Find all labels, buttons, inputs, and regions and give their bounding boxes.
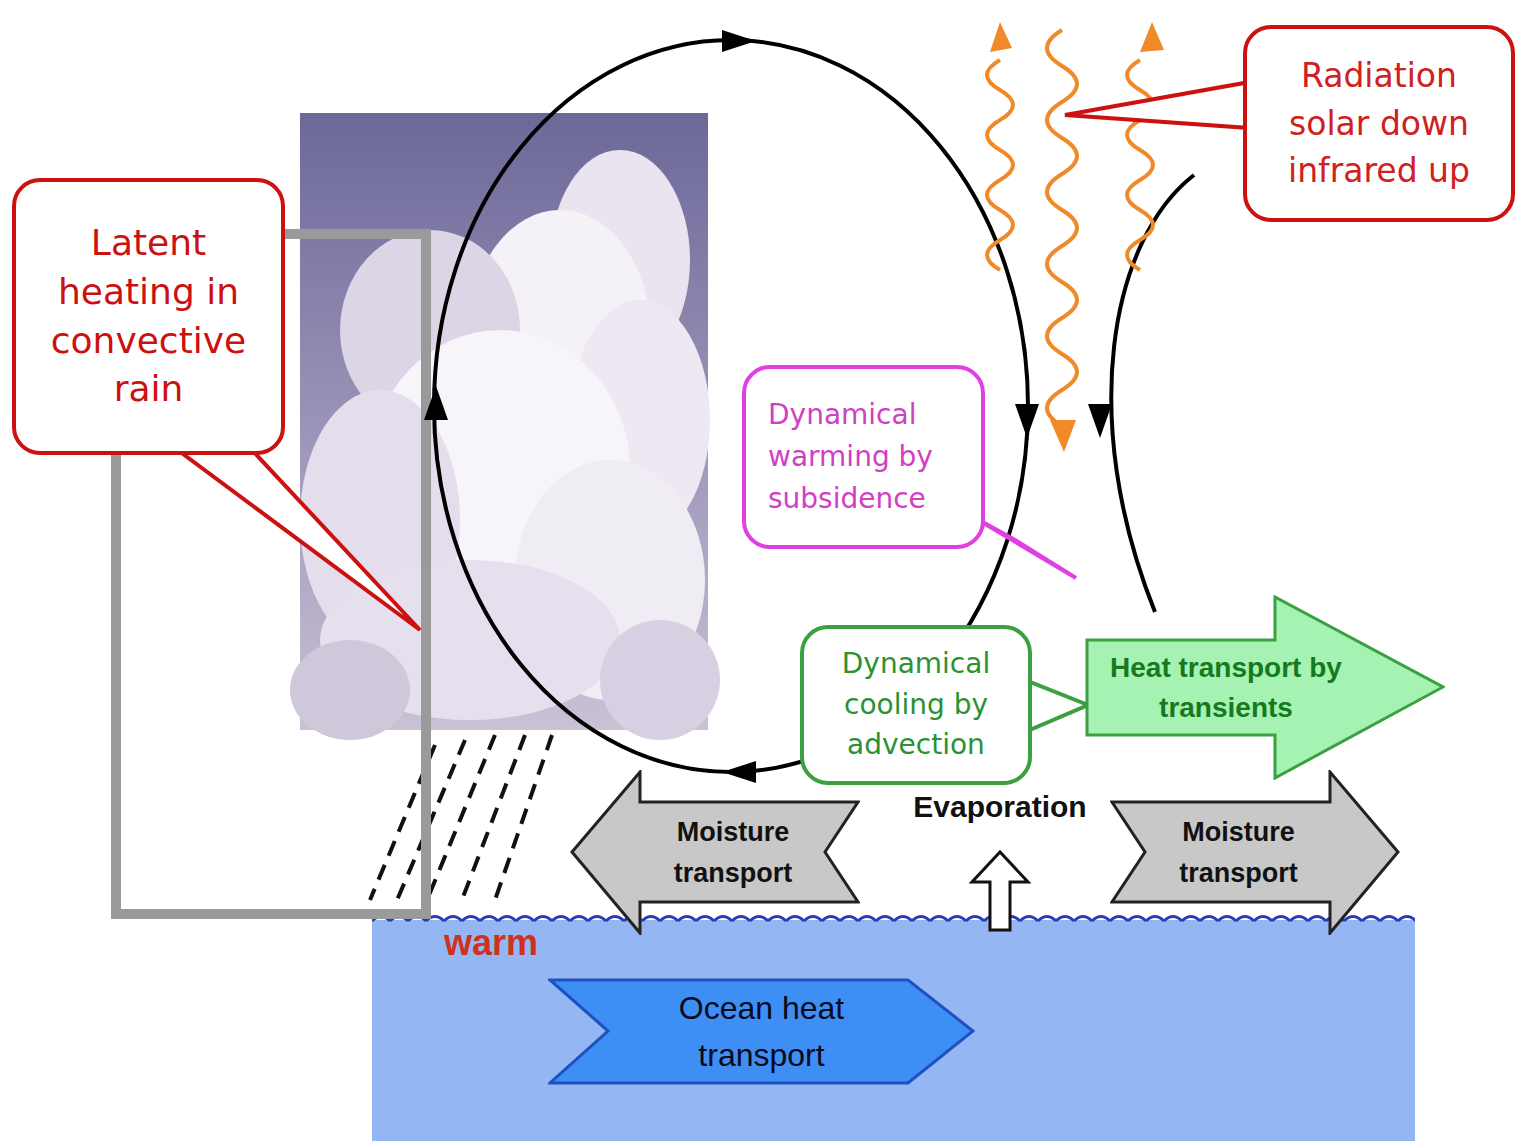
ocean-heat-arrow: Ocean heat transport: [548, 978, 975, 1085]
callout-tail: [1025, 680, 1088, 732]
callout-box: Radiation solar down infrared up: [1243, 25, 1515, 222]
node-text: Moisture transport: [1146, 812, 1331, 893]
heat-transport-arrow-shape: [1085, 595, 1445, 780]
moisture-arrow: Moisture transport: [570, 770, 860, 935]
node-text: Latent heating in convective rain: [30, 219, 267, 413]
rain-streaks: [370, 735, 552, 905]
node-text: Moisture transport: [641, 812, 826, 893]
moisture-arrow-shape: [1110, 770, 1400, 935]
callout-tail: [175, 448, 420, 630]
node-text: Heat transport by transients: [1099, 648, 1354, 726]
ocean: [372, 920, 1415, 1141]
callout-box: Dynamical cooling by advection: [800, 625, 1032, 785]
ocean-surface: [372, 910, 1415, 924]
moisture-arrow: Moisture transport: [1110, 770, 1400, 935]
evaporation-arrow: [972, 852, 1028, 930]
temperature-label: warm: [444, 922, 584, 964]
callout-box: Latent heating in convective rain: [12, 178, 285, 455]
process-label: Evaporation: [880, 790, 1120, 824]
moisture-arrow-shape: [570, 770, 860, 935]
moisture-arrow-outline: [1112, 772, 1398, 933]
node-text: Dynamical warming by subsidence: [768, 394, 959, 520]
callout-tail: [1065, 82, 1250, 128]
node-text: Radiation solar down infrared up: [1259, 52, 1499, 196]
node-text: Ocean heat transport: [617, 985, 907, 1078]
heat-transport-arrow: Heat transport by transients: [1085, 595, 1445, 780]
callout-tail: [970, 515, 1076, 578]
moisture-arrow-outline: [572, 772, 858, 933]
ocean-heat-arrow-outline: [550, 980, 973, 1083]
heat-transport-arrow-outline: [1087, 597, 1443, 778]
radiation-waves: [987, 22, 1164, 452]
node-text: Dynamical cooling by advection: [816, 644, 1016, 766]
callout-box: Dynamical warming by subsidence: [742, 365, 985, 549]
